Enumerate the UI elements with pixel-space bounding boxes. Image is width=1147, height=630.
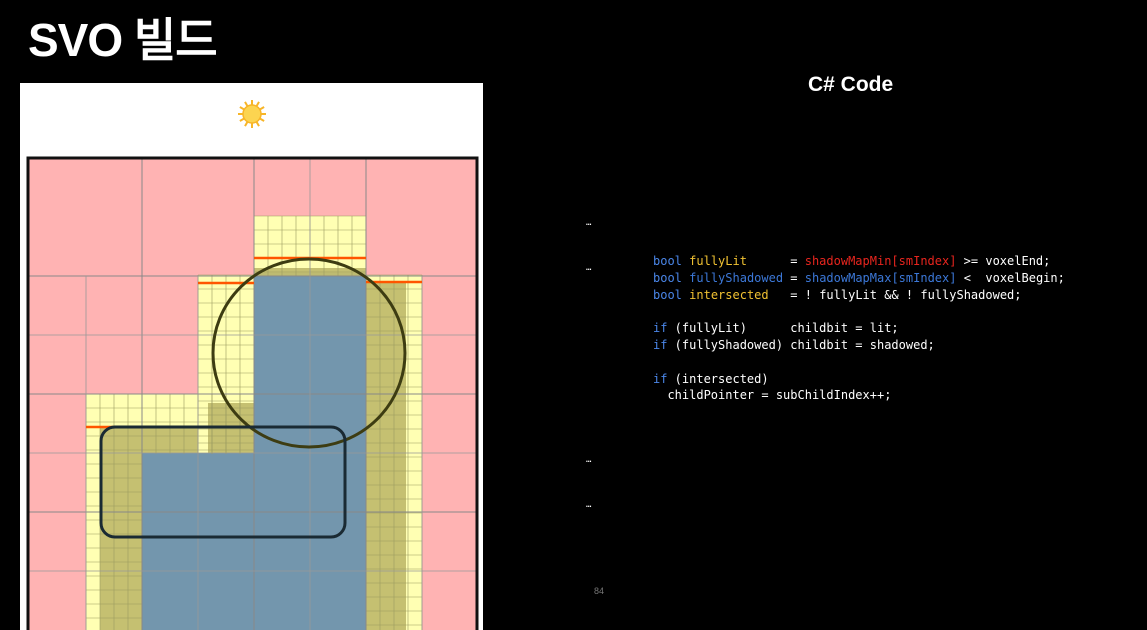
code-token: >= voxelEnd;	[956, 254, 1051, 268]
code-line: if (intersected)	[653, 371, 1065, 388]
ellipsis: …	[586, 263, 592, 273]
page-number: 84	[594, 586, 605, 596]
code-token: =	[783, 270, 805, 285]
code-line	[653, 354, 1065, 371]
ellipsis: …	[586, 500, 592, 510]
code-line: if (fullyLit) childbit = lit;	[653, 320, 1065, 337]
sun-ray	[244, 121, 249, 127]
overlap-region	[366, 283, 406, 630]
code-line	[653, 303, 1065, 320]
code-token: shadowMapMax[smIndex]	[804, 270, 957, 285]
sun-ray	[259, 106, 265, 111]
svo-figure	[20, 83, 483, 630]
code-token: (intersected)	[667, 371, 769, 386]
svo-diagram	[26, 100, 479, 630]
code-token: bool	[653, 270, 682, 285]
rect-occluder	[99, 425, 347, 539]
overlap-region	[100, 428, 142, 630]
code-block: bool fullyLit = shadowMapMin[smIndex] >=…	[653, 253, 1065, 404]
code-line: if (fullyShadowed) childbit = shadowed;	[653, 337, 1065, 354]
sun-disc	[242, 104, 262, 124]
sun-icon	[238, 100, 266, 128]
code-token: < voxelBegin;	[956, 270, 1065, 285]
sun-ray	[255, 101, 260, 107]
code-token: intersected	[689, 287, 769, 302]
code-line: bool intersected = ! fullyLit && ! fully…	[653, 287, 1065, 304]
code-token: bool	[653, 287, 682, 302]
sun-ray	[239, 106, 245, 111]
code-token: if	[653, 371, 668, 386]
ellipsis: …	[586, 455, 592, 465]
code-token: =	[746, 254, 805, 268]
frame-border	[26, 156, 479, 630]
code-token: (fullyShadowed) childbit = shadowed;	[667, 337, 935, 352]
slide-title: SVO 빌드	[28, 14, 218, 66]
occluders	[86, 100, 422, 539]
code-token: if	[653, 321, 668, 336]
code-line: bool fullyLit = shadowMapMin[smIndex] >=…	[653, 253, 1065, 270]
ellipsis-bottom: … …	[586, 423, 597, 528]
code-token: bool	[653, 254, 682, 268]
code-heading: C# Code	[808, 73, 894, 96]
code-token: (fullyLit) childbit = lit;	[667, 321, 899, 336]
code-token: fullyLit	[689, 254, 747, 268]
code-token: childPointer = subChildIndex++;	[653, 388, 892, 403]
code-token: = ! fullyLit && ! fullyShadowed;	[768, 287, 1022, 302]
code-token: if	[653, 337, 668, 352]
ellipsis-top: … …	[586, 186, 597, 291]
code-token: fullyShadowed	[689, 270, 784, 285]
sun-ray	[255, 121, 260, 127]
sun-ray	[239, 117, 245, 122]
sun-ray	[244, 101, 249, 107]
sun-ray	[259, 117, 265, 122]
circle-occluder	[211, 257, 407, 449]
code-line: bool fullyShadowed = shadowMapMax[smInde…	[653, 270, 1065, 287]
code-line: childPointer = subChildIndex++;	[653, 387, 1065, 404]
ellipsis: …	[586, 218, 592, 228]
code-token: shadowMapMin[smIndex]	[804, 254, 957, 268]
